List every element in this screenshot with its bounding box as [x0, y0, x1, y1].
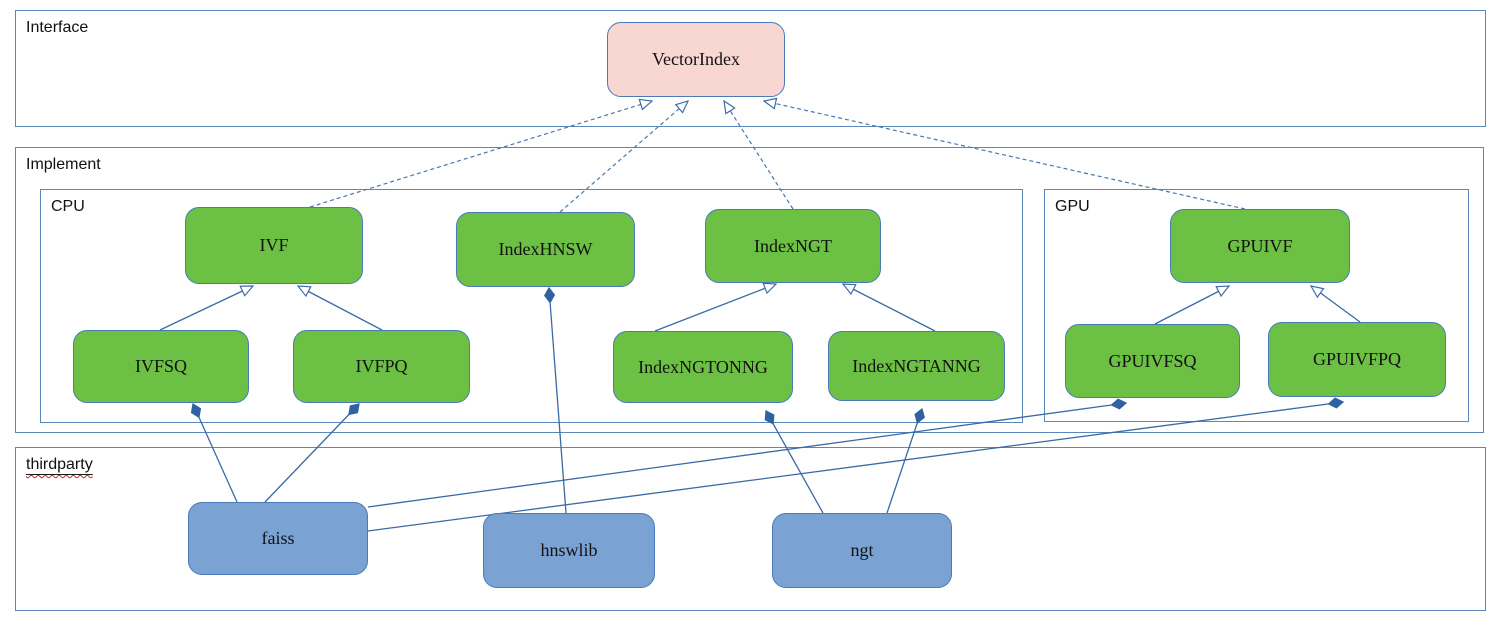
node-indexngtonng-label: IndexNGTONNG: [638, 356, 768, 377]
edge-gpuivfpq-gpuivf: [1311, 286, 1361, 323]
edge-indexngtanng-indexngt: [843, 284, 936, 332]
edge-indexhnsw-vectorindex: [559, 101, 688, 213]
edge-gpuivf-vectorindex: [764, 101, 1246, 210]
node-gpuivfsq: GPUIVFSQ: [1065, 324, 1240, 398]
thirdparty-label: thirdparty: [26, 456, 93, 473]
interface-container: Interface: [15, 10, 1486, 127]
edge-faiss-ivfpq: [264, 403, 360, 503]
edge-faiss-gpuivfpq: [367, 397, 1345, 532]
edge-indexngtonng-indexngt: [654, 284, 776, 332]
cpu-container: CPU: [40, 189, 1023, 423]
node-gpuivf-label: GPUIVF: [1227, 235, 1293, 256]
cpu-label: CPU: [51, 198, 85, 215]
edge-ngt-indexngtanng: [886, 407, 925, 514]
edge-indexngt-vectorindex: [724, 101, 794, 210]
edge-gpuivfsq-gpuivf: [1154, 286, 1229, 325]
node-faiss: faiss: [188, 502, 368, 575]
edge-faiss-ivfsq: [190, 403, 238, 503]
node-indexhnsw: IndexHNSW: [456, 212, 635, 287]
node-indexngt-label: IndexNGT: [754, 235, 832, 256]
node-hnswlib-label: hnswlib: [540, 540, 598, 560]
edge-ivfsq-ivf: [159, 286, 253, 331]
node-gpuivfpq: GPUIVFPQ: [1268, 322, 1446, 397]
edge-hnswlib-indexhnsw: [543, 286, 567, 514]
gpu-container: GPU: [1044, 189, 1469, 422]
node-ngt-label: ngt: [850, 540, 874, 560]
node-indexngtanng-label: IndexNGTANNG: [852, 355, 981, 376]
node-indexngtanng: IndexNGTANNG: [828, 331, 1005, 401]
node-vectorindex-label: VectorIndex: [652, 49, 740, 69]
node-gpuivf: GPUIVF: [1170, 209, 1350, 283]
node-faiss-label: faiss: [261, 528, 295, 548]
node-ivfsq-label: IVFSQ: [134, 356, 187, 376]
thirdparty-container: thirdparty: [15, 447, 1486, 611]
node-ivfpq: IVFPQ: [293, 330, 470, 403]
implement-label: Implement: [26, 156, 101, 173]
edge-ngt-indexngtonng: [764, 410, 824, 514]
node-indexngt: IndexNGT: [705, 209, 881, 283]
node-ivfsq: IVFSQ: [73, 330, 249, 403]
edge-ivfpq-ivf: [298, 286, 383, 331]
node-hnswlib: hnswlib: [483, 513, 655, 588]
node-vectorindex: VectorIndex: [607, 22, 785, 97]
node-ivf: IVF: [185, 207, 363, 284]
implement-container: Implement: [15, 147, 1484, 433]
node-gpuivfsq-label: GPUIVFSQ: [1108, 350, 1197, 371]
edge-faiss-gpuivfsq: [367, 398, 1128, 508]
node-ivfpq-label: IVFPQ: [355, 356, 408, 376]
node-indexhnsw-label: IndexHNSW: [498, 239, 593, 259]
node-ivf-label: IVF: [259, 235, 289, 255]
gpu-label: GPU: [1055, 198, 1090, 215]
edge-ivf-vectorindex: [309, 101, 652, 208]
node-indexngtonng: IndexNGTONNG: [613, 331, 793, 403]
node-gpuivfpq-label: GPUIVFPQ: [1312, 349, 1402, 369]
interface-label: Interface: [26, 19, 89, 36]
node-ngt: ngt: [772, 513, 952, 588]
